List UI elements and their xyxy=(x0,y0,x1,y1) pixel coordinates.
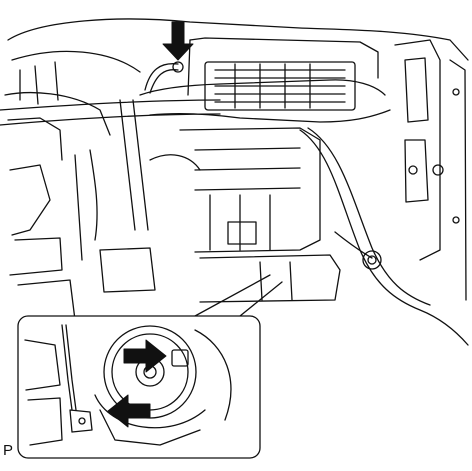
arrow-left-icon xyxy=(108,395,150,427)
upper-duct xyxy=(140,38,390,122)
heater-unit xyxy=(75,128,340,302)
cross-member xyxy=(0,100,220,230)
detail-inset xyxy=(18,316,260,458)
arrow-right-icon xyxy=(124,340,166,372)
reference-code-label: P xyxy=(3,442,14,459)
wire-harness xyxy=(145,62,468,345)
callout-arrows xyxy=(108,22,193,427)
right-side-panel xyxy=(395,40,466,300)
arrow-down-icon xyxy=(163,22,193,60)
dashboard-outline xyxy=(5,19,468,320)
inset-leader xyxy=(195,275,282,316)
